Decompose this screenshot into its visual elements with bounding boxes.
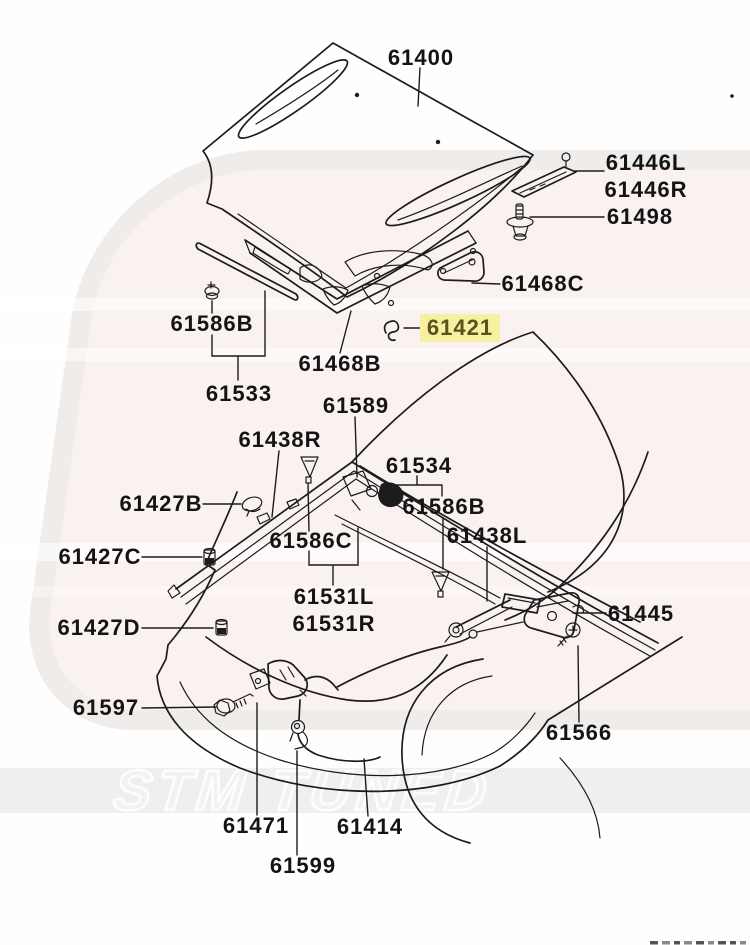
part-label-61531R: 61531R [292, 611, 376, 636]
hood-dot [354, 92, 360, 98]
part-label-61414: 61414 [336, 814, 404, 839]
part-label-61446R: 61446R [604, 177, 688, 202]
hood-vent-right [385, 155, 531, 227]
stray-dot [730, 94, 734, 98]
part-label-61427D: 61427D [57, 615, 141, 640]
part-label-61427C: 61427C [58, 544, 142, 569]
hood-inner-panel-drawing [244, 230, 485, 314]
bolt-icon-61597 [213, 693, 254, 717]
part-label-61597: 61597 [72, 695, 140, 720]
hood-panel-drawing [202, 42, 734, 298]
screw-icon-61566 [557, 622, 581, 647]
hood-lock-icon-61471 [249, 659, 339, 700]
clip-icon-61427D [215, 618, 228, 636]
clip-icon-61421 [383, 320, 400, 342]
part-label-61427B: 61427B [119, 491, 203, 516]
part-label-61445: 61445 [607, 601, 675, 626]
part-label-61438L: 61438L [446, 523, 528, 548]
leader-lines [141, 67, 607, 856]
prop-rod-icon-61438L [444, 593, 541, 643]
part-label-61468C: 61468C [501, 271, 585, 296]
part-label-61586B: 61586B [402, 494, 486, 519]
part-label-61400: 61400 [387, 45, 455, 70]
rivet-clip-icon-61586B [204, 281, 220, 300]
cone-clip-icon-61586B [431, 571, 450, 598]
strip-clip-icon [286, 498, 300, 510]
part-label-61534: 61534 [385, 453, 453, 478]
cable-clamp-icon-61599 [289, 719, 309, 750]
part-label-61531L: 61531L [293, 584, 375, 609]
cowl-strips-drawing [167, 461, 659, 657]
part-label-61438R: 61438R [238, 427, 322, 452]
push-clip-icon-61427B [241, 496, 263, 517]
part-label-61421: 61421 [419, 314, 501, 342]
part-label-61589: 61589 [322, 393, 390, 418]
part-label-61599: 61599 [269, 853, 337, 878]
part-label-61446L: 61446L [605, 150, 687, 175]
clip-icon-61427C [203, 547, 216, 566]
watermark-stripe [0, 586, 750, 597]
hood-stopper-bracket-61468C [437, 250, 485, 282]
watermark-stripe [0, 348, 750, 361]
part-label-61471: 61471 [222, 813, 290, 838]
part-label-61498: 61498 [606, 204, 674, 229]
hood-seal-strip-61533 [195, 242, 299, 301]
hood-dot [435, 139, 441, 145]
part-label-61533: 61533 [205, 381, 273, 406]
part-label-61586B: 61586B [170, 311, 254, 336]
hood-bracket-icon-61446 [511, 152, 577, 198]
bolt-icon-61498 [506, 203, 534, 241]
part-label-61586C: 61586C [269, 528, 353, 553]
strip-clip-icon [256, 512, 271, 525]
release-cable-drawing-61414 [297, 621, 524, 763]
cutoff-text-fragment [650, 941, 746, 945]
hood-vent-left [237, 59, 349, 139]
stm-tuned-watermark-text: STM TUNED [111, 759, 495, 823]
part-label-61468B: 61468B [298, 351, 382, 376]
cone-clip-icon-61586C [300, 456, 319, 484]
part-label-61566: 61566 [545, 720, 613, 745]
